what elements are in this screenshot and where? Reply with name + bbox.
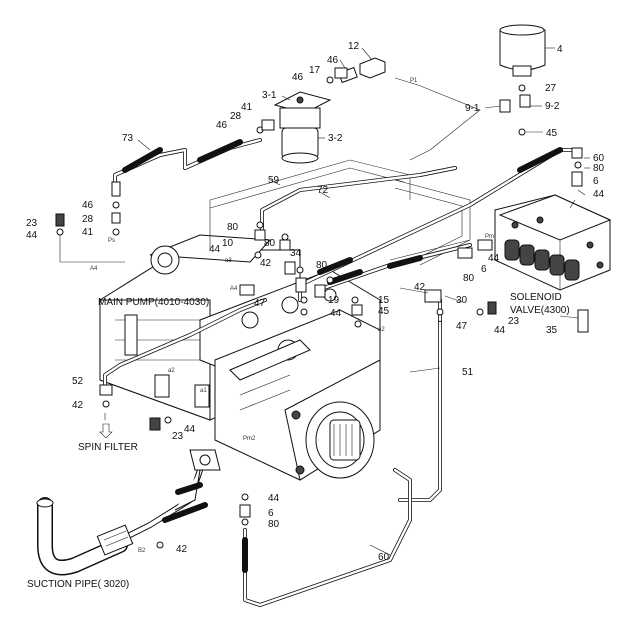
label-23: 23 xyxy=(508,316,520,327)
label-28: 28 xyxy=(230,111,242,122)
label-6: 6 xyxy=(593,176,599,187)
main-pump-caption: MAIN PUMP(4010-4030) xyxy=(98,297,209,308)
suction-pipe-caption: SUCTION PIPE( 3020) xyxy=(27,579,129,590)
label-46: 46 xyxy=(292,72,304,83)
label-45: 45 xyxy=(546,128,558,139)
label-19: 19 xyxy=(328,295,340,306)
svg-text:B2: B2 xyxy=(138,548,146,554)
label-30: 30 xyxy=(456,295,468,306)
svg-text:a2: a2 xyxy=(168,368,175,374)
label-4: 4 xyxy=(557,44,563,55)
label-9-2: 9-2 xyxy=(545,101,560,112)
label-80: 80 xyxy=(268,519,280,530)
label-9-1: 9-1 xyxy=(465,103,480,114)
label-28: 28 xyxy=(82,214,94,225)
label-60: 60 xyxy=(593,153,605,164)
filter-assembly xyxy=(273,91,332,164)
label-15: 15 xyxy=(378,295,390,306)
label-44: 44 xyxy=(26,230,38,241)
part-labels: 12 4 46 17 46 27 3-1 41 28 46 3-2 9-1 9-… xyxy=(26,41,605,563)
label-42: 42 xyxy=(414,282,426,293)
svg-text:Pm2: Pm2 xyxy=(243,436,256,442)
breather-tank xyxy=(499,24,546,77)
label-59: 59 xyxy=(268,175,280,186)
svg-text:a3: a3 xyxy=(225,258,232,264)
label-42: 42 xyxy=(176,544,188,555)
label-23: 23 xyxy=(26,218,38,229)
label-47: 47 xyxy=(456,321,468,332)
label-45: 45 xyxy=(378,306,390,317)
leader-lines xyxy=(59,47,590,556)
spin-filter-arrow xyxy=(99,423,113,439)
svg-text:A4: A4 xyxy=(230,286,238,292)
label-44: 44 xyxy=(184,424,196,435)
hose-80-line xyxy=(316,243,472,292)
label-51: 51 xyxy=(462,367,474,378)
fittings xyxy=(55,67,589,549)
label-42: 42 xyxy=(72,400,84,411)
svg-text:a2: a2 xyxy=(378,327,385,333)
label-44: 44 xyxy=(268,493,280,504)
hose-60-lower xyxy=(242,468,412,607)
label-46: 46 xyxy=(216,120,228,131)
label-80: 80 xyxy=(593,163,605,174)
svg-text:Pm: Pm xyxy=(485,234,494,240)
label-27: 27 xyxy=(545,83,557,94)
svg-text:A4: A4 xyxy=(90,266,98,272)
suction-pipe-3020 xyxy=(36,497,134,576)
svg-text:Ps: Ps xyxy=(108,238,115,244)
label-34: 34 xyxy=(290,248,302,259)
label-10: 10 xyxy=(222,238,234,249)
label-41: 41 xyxy=(241,102,253,113)
label-44: 44 xyxy=(488,253,500,264)
label-17: 17 xyxy=(309,65,321,76)
label-35: 35 xyxy=(546,325,558,336)
svg-text:P1: P1 xyxy=(410,78,418,84)
hose-73 xyxy=(113,138,262,192)
label-80: 80 xyxy=(227,222,239,233)
label-23: 23 xyxy=(172,431,184,442)
label-80: 80 xyxy=(463,273,475,284)
label-41: 41 xyxy=(82,227,94,238)
label-46: 46 xyxy=(327,55,339,66)
label-44: 44 xyxy=(209,244,221,255)
label-72: 72 xyxy=(317,185,329,196)
spin-filter-caption: SPIN FILTER xyxy=(78,442,138,453)
label-46: 46 xyxy=(82,200,94,211)
label-47: 47 xyxy=(254,298,266,309)
svg-text:a1: a1 xyxy=(200,388,207,394)
solenoid-coils xyxy=(504,239,580,281)
elbow-12 xyxy=(338,57,386,84)
label-42: 42 xyxy=(260,258,272,269)
label-73: 73 xyxy=(122,133,134,144)
label-80: 80 xyxy=(316,260,328,271)
label-3-1: 3-1 xyxy=(262,90,277,101)
label-3-2: 3-2 xyxy=(328,133,343,144)
solenoid-valve-4300 xyxy=(494,194,612,291)
suction-flange xyxy=(174,449,221,511)
hose-52 xyxy=(103,298,267,392)
main-pump-drawing: a2 a1 Pm2 a3 a2 xyxy=(99,234,385,481)
hose-59 xyxy=(260,166,457,234)
label-12: 12 xyxy=(348,41,360,52)
label-80: 80 xyxy=(264,238,276,249)
label-6: 6 xyxy=(268,508,274,519)
label-6: 6 xyxy=(481,264,487,275)
solenoid-caption-line1: SOLENOID xyxy=(510,292,562,303)
label-60: 60 xyxy=(378,552,390,563)
label-44: 44 xyxy=(494,325,506,336)
label-44: 44 xyxy=(330,308,342,319)
solenoid-caption-line2: VALVE(4300) xyxy=(510,305,570,316)
hose-51 xyxy=(398,292,442,502)
label-44: 44 xyxy=(593,189,605,200)
label-52: 52 xyxy=(72,376,84,387)
